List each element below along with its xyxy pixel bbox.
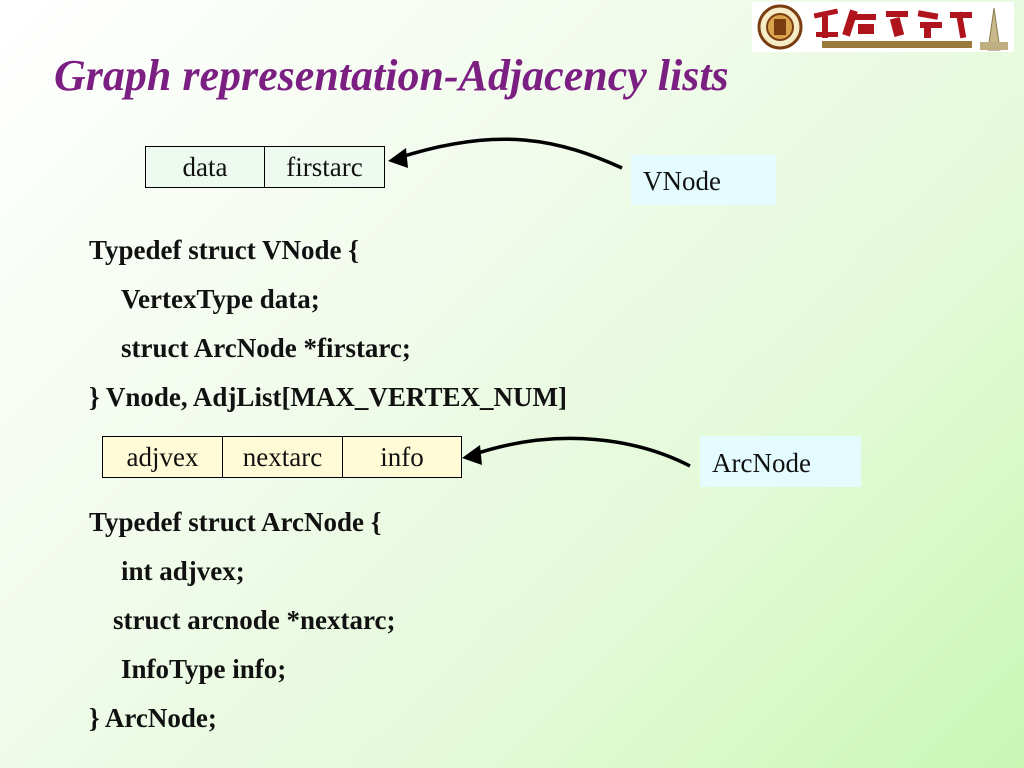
arcnode-arrow (462, 436, 691, 468)
arcnode-structure-box: adjvex nextarc info (102, 436, 462, 478)
vnode-code-line-4: } Vnode, AdjList[MAX_VERTEX_NUM] (89, 382, 567, 412)
arcnode-code-line-1: Typedef struct ArcNode { (89, 507, 382, 537)
arcnode-code-line-2: int adjvex; (121, 556, 245, 586)
arcnode-label: ArcNode (700, 436, 861, 487)
arcnode-code-line-5: } ArcNode; (89, 703, 217, 733)
vnode-field-data: data (182, 152, 228, 182)
slide-title: Graph representation-Adjacency lists (54, 51, 729, 100)
logo-graphic (752, 2, 1014, 52)
arcnode-field-nextarc: nextarc (222, 437, 342, 477)
vnode-arrow (388, 137, 623, 170)
vnode-code-line-1: Typedef struct VNode { (89, 235, 359, 265)
vnode-label: VNode (631, 155, 776, 205)
vnode-code-line-2: VertexType data; (121, 284, 320, 314)
vnode-field-firstarc: firstarc (264, 147, 384, 187)
vnode-structure-box: data firstarc (145, 146, 385, 188)
arcnode-field-adjvex: adjvex (126, 442, 199, 472)
university-logo (752, 2, 1014, 52)
arcnode-code-line-3: struct arcnode *nextarc; (113, 605, 396, 635)
vnode-code-line-3: struct ArcNode *firstarc; (121, 333, 411, 363)
arcnode-code-line-4: InfoType info; (121, 654, 287, 684)
arcnode-field-info: info (342, 437, 461, 477)
